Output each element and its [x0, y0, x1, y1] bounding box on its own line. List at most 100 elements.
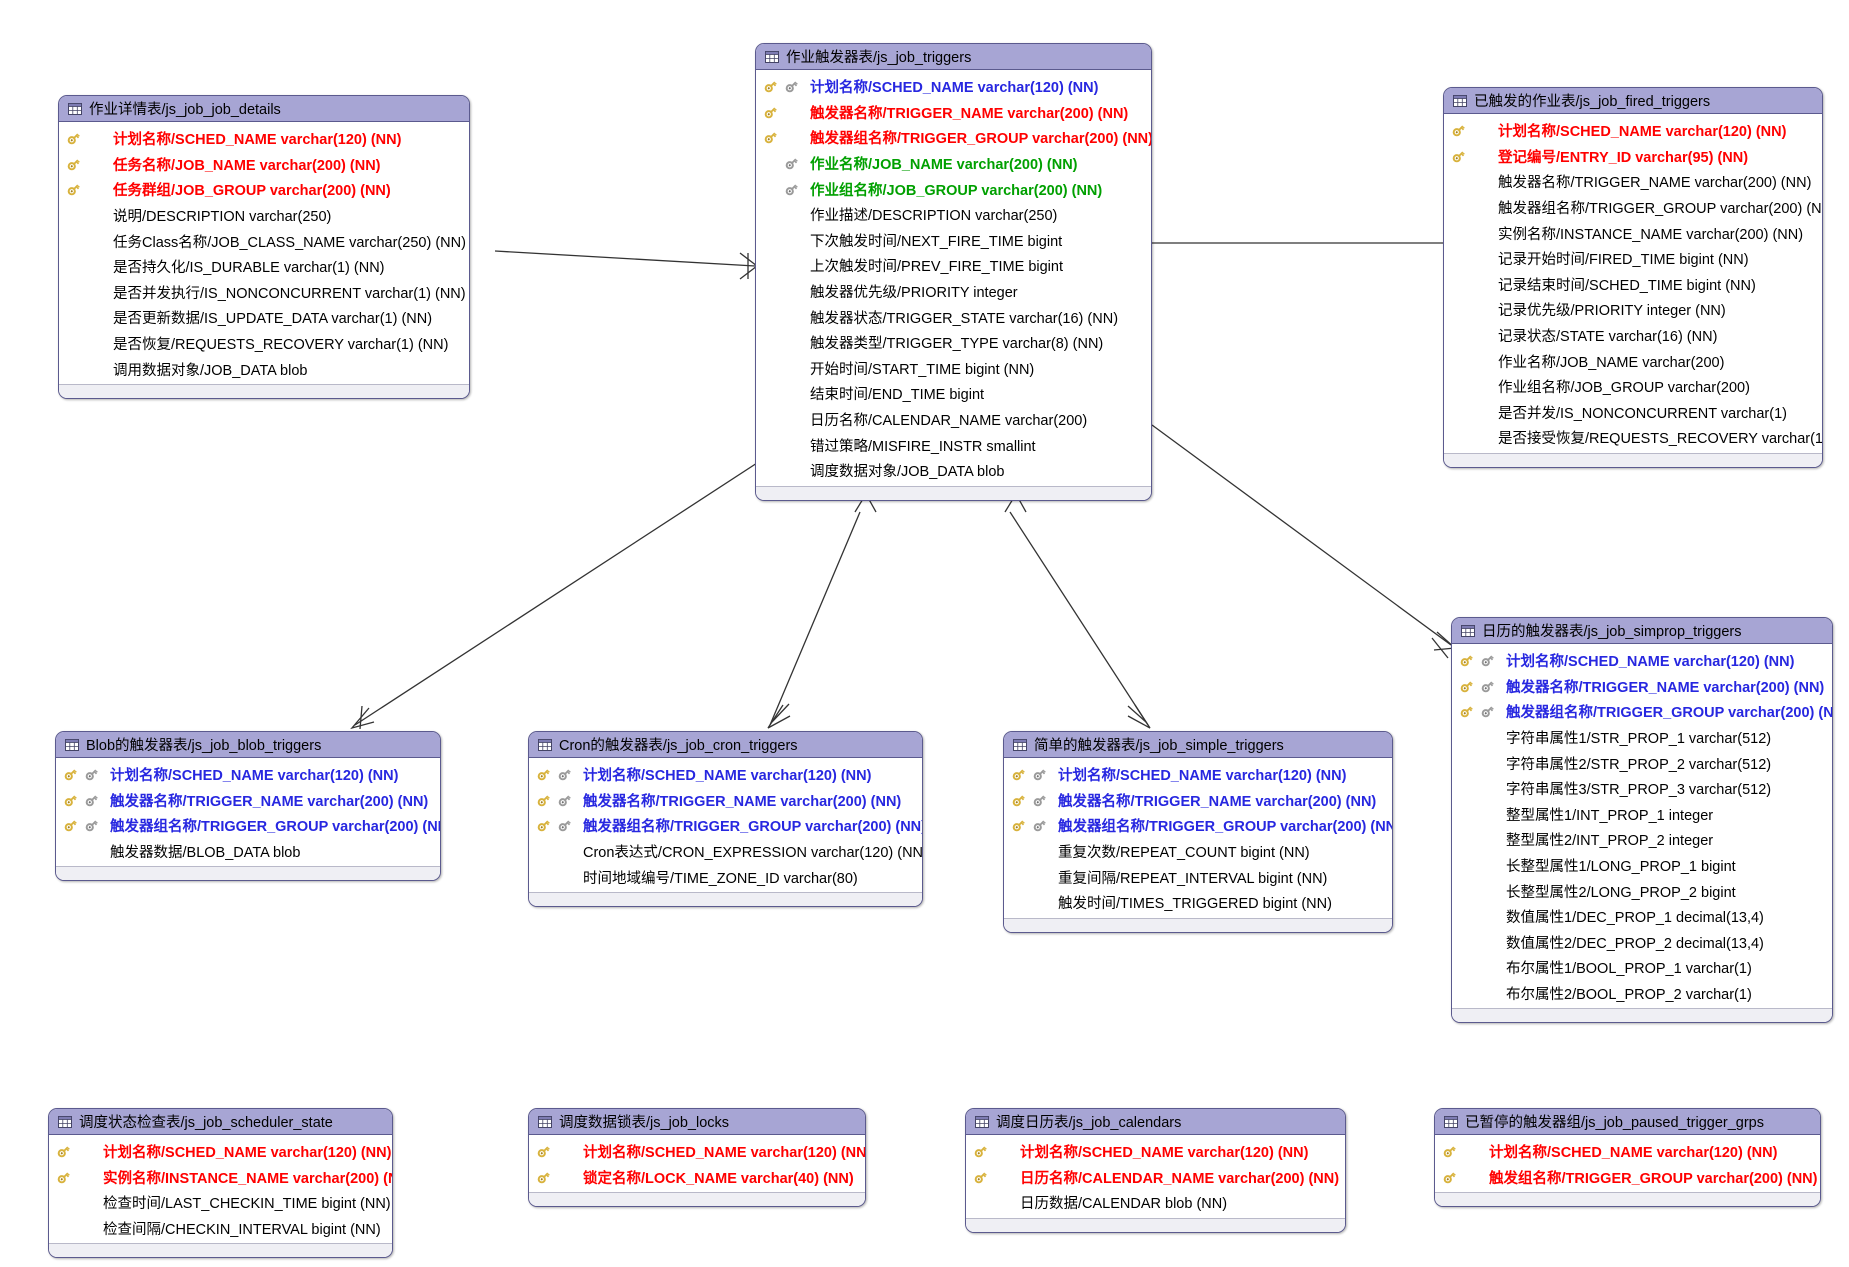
attribute-row[interactable]: 实例名称/INSTANCE_NAME varchar(200) (NN): [1444, 220, 1822, 246]
attribute-row[interactable]: 计划名称/SCHED_NAME varchar(120) (NN): [56, 762, 440, 788]
attribute-row[interactable]: 整型属性2/INT_PROP_2 integer: [1452, 827, 1832, 853]
attribute-row[interactable]: 计划名称/SCHED_NAME varchar(120) (NN): [59, 126, 469, 152]
attribute-row[interactable]: 数值属性2/DEC_PROP_2 decimal(13,4): [1452, 930, 1832, 956]
attribute-row[interactable]: 计划名称/SCHED_NAME varchar(120) (NN): [1004, 762, 1392, 788]
attribute-row[interactable]: 触发器名称/TRIGGER_NAME varchar(200) (NN): [1004, 788, 1392, 814]
attribute-row[interactable]: 计划名称/SCHED_NAME varchar(120) (NN): [529, 1139, 865, 1165]
attribute-row[interactable]: 记录优先级/PRIORITY integer (NN): [1444, 297, 1822, 323]
attribute-row[interactable]: 计划名称/SCHED_NAME varchar(120) (NN): [756, 74, 1151, 100]
attribute-row[interactable]: 作业描述/DESCRIPTION varchar(250): [756, 202, 1151, 228]
entity-locks[interactable]: 调度数据锁表/js_job_locks 计划名称/SCHED_NAME varch…: [528, 1108, 866, 1208]
attribute-row[interactable]: 计划名称/SCHED_NAME varchar(120) (NN): [1435, 1139, 1820, 1165]
attribute-row[interactable]: 结束时间/END_TIME bigint: [756, 381, 1151, 407]
entity-header-calendars[interactable]: 调度日历表/js_job_calendars: [966, 1109, 1345, 1135]
attribute-row[interactable]: 长整型属性1/LONG_PROP_1 bigint: [1452, 853, 1832, 879]
attribute-row[interactable]: 检查间隔/CHECKIN_INTERVAL bigint (NN): [49, 1216, 392, 1242]
attribute-row[interactable]: 作业名称/JOB_NAME varchar(200) (NN): [756, 151, 1151, 177]
attribute-row[interactable]: 下次触发时间/NEXT_FIRE_TIME bigint: [756, 228, 1151, 254]
attribute-row[interactable]: 触发器优先级/PRIORITY integer: [756, 279, 1151, 305]
attribute-row[interactable]: 字符串属性2/STR_PROP_2 varchar(512): [1452, 750, 1832, 776]
attribute-row[interactable]: 触发器名称/TRIGGER_NAME varchar(200) (NN): [1452, 674, 1832, 700]
attribute-row[interactable]: 字符串属性3/STR_PROP_3 varchar(512): [1452, 776, 1832, 802]
attribute-row[interactable]: 字符串属性1/STR_PROP_1 varchar(512): [1452, 725, 1832, 751]
attribute-row[interactable]: 时间地域编号/TIME_ZONE_ID varchar(80): [529, 864, 922, 890]
entity-job_triggers[interactable]: 作业触发器表/js_job_triggers 计划名称/SCHED_NAME va…: [755, 43, 1152, 501]
attribute-row[interactable]: 是否并发执行/IS_NONCONCURRENT varchar(1) (NN): [59, 280, 469, 306]
attribute-row[interactable]: 上次触发时间/PREV_FIRE_TIME bigint: [756, 253, 1151, 279]
attribute-row[interactable]: 触发器组名称/TRIGGER_GROUP varchar(200) (NN): [1444, 195, 1822, 221]
entity-header-locks[interactable]: 调度数据锁表/js_job_locks: [529, 1109, 865, 1135]
attribute-row[interactable]: Cron表达式/CRON_EXPRESSION varchar(120) (NN…: [529, 839, 922, 865]
entity-job_details[interactable]: 作业详情表/js_job_job_details 计划名称/SCHED_NAME …: [58, 95, 470, 399]
entity-header-job_triggers[interactable]: 作业触发器表/js_job_triggers: [756, 44, 1151, 70]
entity-header-scheduler_state[interactable]: 调度状态检查表/js_job_scheduler_state: [49, 1109, 392, 1135]
attribute-row[interactable]: 触发器名称/TRIGGER_NAME varchar(200) (NN): [1444, 169, 1822, 195]
attribute-row[interactable]: 作业组名称/JOB_GROUP varchar(200): [1444, 374, 1822, 400]
entity-cron_triggers[interactable]: Cron的触发器表/js_job_cron_triggers 计划名称/SCHED…: [528, 731, 923, 907]
attribute-row[interactable]: 触发器名称/TRIGGER_NAME varchar(200) (NN): [529, 788, 922, 814]
attribute-row[interactable]: 触发器组名称/TRIGGER_GROUP varchar(200) (NN): [56, 813, 440, 839]
attribute-row[interactable]: 布尔属性1/BOOL_PROP_1 varchar(1): [1452, 955, 1832, 981]
attribute-row[interactable]: 是否恢复/REQUESTS_RECOVERY varchar(1) (NN): [59, 331, 469, 357]
attribute-row[interactable]: 整型属性1/INT_PROP_1 integer: [1452, 802, 1832, 828]
attribute-row[interactable]: 触发器名称/TRIGGER_NAME varchar(200) (NN): [756, 100, 1151, 126]
attribute-row[interactable]: 触发器类型/TRIGGER_TYPE varchar(8) (NN): [756, 330, 1151, 356]
attribute-row[interactable]: 日历数据/CALENDAR blob (NN): [966, 1190, 1345, 1216]
entity-fired_triggers[interactable]: 已触发的作业表/js_job_fired_triggers 计划名称/SCHED_…: [1443, 87, 1823, 468]
attribute-row[interactable]: 记录状态/STATE varchar(16) (NN): [1444, 323, 1822, 349]
entity-simprop_triggers[interactable]: 日历的触发器表/js_job_simprop_triggers 计划名称/SCHE…: [1451, 617, 1833, 1024]
attribute-row[interactable]: 作业名称/JOB_NAME varchar(200): [1444, 348, 1822, 374]
entity-header-paused_trigger_grps[interactable]: 已暂停的触发器组/js_job_paused_trigger_grps: [1435, 1109, 1820, 1135]
attribute-row[interactable]: 检查时间/LAST_CHECKIN_TIME bigint (NN): [49, 1190, 392, 1216]
entity-header-cron_triggers[interactable]: Cron的触发器表/js_job_cron_triggers: [529, 732, 922, 758]
attribute-row[interactable]: 调用数据对象/JOB_DATA blob: [59, 356, 469, 382]
entity-calendars[interactable]: 调度日历表/js_job_calendars 计划名称/SCHED_NAME va…: [965, 1108, 1346, 1233]
entity-paused_trigger_grps[interactable]: 已暂停的触发器组/js_job_paused_trigger_grps 计划名称/…: [1434, 1108, 1821, 1208]
attribute-row[interactable]: 日历名称/CALENDAR_NAME varchar(200) (NN): [966, 1165, 1345, 1191]
attribute-row[interactable]: 日历名称/CALENDAR_NAME varchar(200): [756, 407, 1151, 433]
attribute-row[interactable]: 触发器组名称/TRIGGER_GROUP varchar(200) (NN): [1004, 813, 1392, 839]
attribute-row[interactable]: 长整型属性2/LONG_PROP_2 bigint: [1452, 878, 1832, 904]
attribute-row[interactable]: 触发器组名称/TRIGGER_GROUP varchar(200) (NN): [756, 125, 1151, 151]
attribute-row[interactable]: 是否更新数据/IS_UPDATE_DATA varchar(1) (NN): [59, 305, 469, 331]
attribute-row[interactable]: 触发时间/TIMES_TRIGGERED bigint (NN): [1004, 890, 1392, 916]
entity-header-fired_triggers[interactable]: 已触发的作业表/js_job_fired_triggers: [1444, 88, 1822, 114]
attribute-row[interactable]: 计划名称/SCHED_NAME varchar(120) (NN): [1444, 118, 1822, 144]
attribute-row[interactable]: 任务群组/JOB_GROUP varchar(200) (NN): [59, 177, 469, 203]
entity-header-job_details[interactable]: 作业详情表/js_job_job_details: [59, 96, 469, 122]
attribute-row[interactable]: 记录结束时间/SCHED_TIME bigint (NN): [1444, 272, 1822, 298]
attribute-row[interactable]: 错过策略/MISFIRE_INSTR smallint: [756, 432, 1151, 458]
attribute-row[interactable]: 开始时间/START_TIME bigint (NN): [756, 356, 1151, 382]
attribute-row[interactable]: 触发器组名称/TRIGGER_GROUP varchar(200) (NN): [529, 813, 922, 839]
attribute-row[interactable]: 布尔属性2/BOOL_PROP_2 varchar(1): [1452, 981, 1832, 1007]
entity-simple_triggers[interactable]: 简单的触发器表/js_job_simple_triggers 计划名称/SCHED…: [1003, 731, 1393, 933]
attribute-row[interactable]: 是否接受恢复/REQUESTS_RECOVERY varchar(1): [1444, 425, 1822, 451]
attribute-row[interactable]: 计划名称/SCHED_NAME varchar(120) (NN): [966, 1139, 1345, 1165]
attribute-row[interactable]: 重复间隔/REPEAT_INTERVAL bigint (NN): [1004, 864, 1392, 890]
attribute-row[interactable]: 触发器数据/BLOB_DATA blob: [56, 839, 440, 865]
attribute-row[interactable]: 计划名称/SCHED_NAME varchar(120) (NN): [49, 1139, 392, 1165]
attribute-row[interactable]: 说明/DESCRIPTION varchar(250): [59, 203, 469, 229]
attribute-row[interactable]: 作业组名称/JOB_GROUP varchar(200) (NN): [756, 176, 1151, 202]
attribute-row[interactable]: 触发器组名称/TRIGGER_GROUP varchar(200) (NN): [1452, 699, 1832, 725]
attribute-row[interactable]: 是否并发/IS_NONCONCURRENT varchar(1): [1444, 400, 1822, 426]
attribute-row[interactable]: 计划名称/SCHED_NAME varchar(120) (NN): [1452, 648, 1832, 674]
attribute-row[interactable]: 是否持久化/IS_DURABLE varchar(1) (NN): [59, 254, 469, 280]
attribute-row[interactable]: 重复次数/REPEAT_COUNT bigint (NN): [1004, 839, 1392, 865]
attribute-row[interactable]: 记录开始时间/FIRED_TIME bigint (NN): [1444, 246, 1822, 272]
attribute-row[interactable]: 锁定名称/LOCK_NAME varchar(40) (NN): [529, 1165, 865, 1191]
attribute-row[interactable]: 触发器名称/TRIGGER_NAME varchar(200) (NN): [56, 788, 440, 814]
attribute-row[interactable]: 调度数据对象/JOB_DATA blob: [756, 458, 1151, 484]
attribute-row[interactable]: 计划名称/SCHED_NAME varchar(120) (NN): [529, 762, 922, 788]
entity-scheduler_state[interactable]: 调度状态检查表/js_job_scheduler_state 计划名称/SCHED…: [48, 1108, 393, 1259]
attribute-row[interactable]: 任务名称/JOB_NAME varchar(200) (NN): [59, 152, 469, 178]
attribute-row[interactable]: 数值属性1/DEC_PROP_1 decimal(13,4): [1452, 904, 1832, 930]
entity-header-blob_triggers[interactable]: Blob的触发器表/js_job_blob_triggers: [56, 732, 440, 758]
attribute-row[interactable]: 实例名称/INSTANCE_NAME varchar(200) (NN): [49, 1165, 392, 1191]
attribute-row[interactable]: 登记编号/ENTRY_ID varchar(95) (NN): [1444, 144, 1822, 170]
attribute-row[interactable]: 触发器状态/TRIGGER_STATE varchar(16) (NN): [756, 304, 1151, 330]
entity-blob_triggers[interactable]: Blob的触发器表/js_job_blob_triggers 计划名称/SCHED…: [55, 731, 441, 882]
entity-header-simprop_triggers[interactable]: 日历的触发器表/js_job_simprop_triggers: [1452, 618, 1832, 644]
entity-header-simple_triggers[interactable]: 简单的触发器表/js_job_simple_triggers: [1004, 732, 1392, 758]
attribute-row[interactable]: 任务Class名称/JOB_CLASS_NAME varchar(250) (N…: [59, 228, 469, 254]
